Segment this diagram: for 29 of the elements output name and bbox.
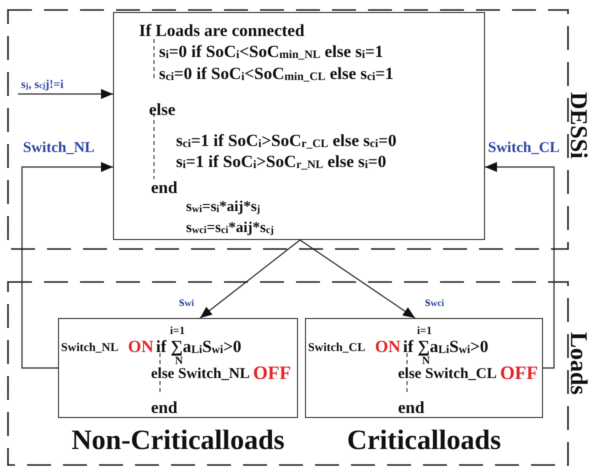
- arrow: [21, 162, 113, 369]
- process-box: [113, 12, 485, 240]
- box-text: ON: [128, 338, 154, 355]
- box-text: i=1: [417, 326, 432, 337]
- box-text: end: [398, 399, 424, 416]
- arrow: [200, 240, 300, 318]
- box-text: end: [151, 179, 178, 196]
- group-caption: Criticalloads: [347, 427, 501, 455]
- box-text: N: [175, 356, 183, 367]
- box-text: OFF: [500, 364, 538, 383]
- box-text: i=1: [170, 326, 185, 337]
- box-text: else Switch_NL: [151, 367, 250, 382]
- box-text: If Loads are connected: [139, 22, 304, 39]
- region-title: DESSi: [566, 92, 590, 159]
- arrow: [300, 240, 416, 318]
- box-text: OFF: [253, 364, 291, 383]
- edge-label: Switch_CL: [487, 141, 561, 156]
- arrow: [485, 162, 555, 369]
- box-text: else Switch_CL: [398, 367, 497, 382]
- box-text: Switch_NL: [61, 341, 118, 353]
- box-text: N: [422, 356, 430, 367]
- box-text: else: [149, 101, 176, 118]
- box-text: ON: [375, 338, 400, 355]
- group-caption: Non-Criticalloads: [71, 427, 285, 455]
- edge-label: Switch_NL: [22, 141, 96, 156]
- region-title: Loads: [566, 332, 590, 395]
- box-text: end: [151, 399, 178, 416]
- box-text: Switch_CL: [308, 341, 366, 353]
- arrow: [18, 89, 113, 99]
